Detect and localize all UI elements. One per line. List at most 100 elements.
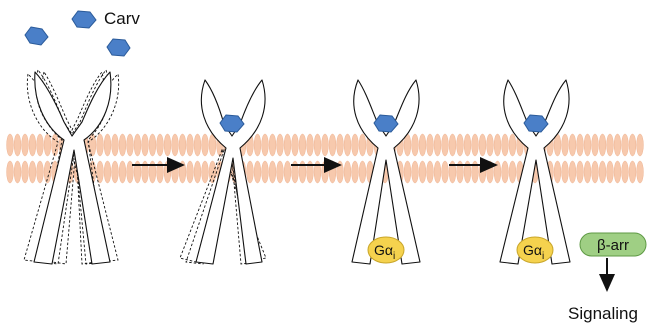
lipid-head xyxy=(119,134,126,156)
lipid-head xyxy=(284,161,291,183)
lipid-head xyxy=(419,161,426,183)
lipid-head xyxy=(254,161,261,183)
lipid-head xyxy=(352,161,359,183)
g-alpha-i-protein: Gαi xyxy=(368,237,404,263)
lipid-head xyxy=(359,134,366,156)
lipid-head xyxy=(592,134,599,156)
lipid-head xyxy=(97,161,104,183)
lipid-head xyxy=(254,134,261,156)
lipid-head xyxy=(622,161,629,183)
lipid-head xyxy=(427,134,434,156)
lipid-head xyxy=(277,161,284,183)
g-alpha-subscript: i xyxy=(393,251,395,262)
lipid-head xyxy=(419,134,426,156)
lipid-head xyxy=(104,134,111,156)
lipid-head xyxy=(607,134,614,156)
lipid-head xyxy=(352,134,359,156)
lipid-head xyxy=(119,161,126,183)
lipid-head xyxy=(14,161,21,183)
lipid-head xyxy=(614,161,621,183)
lipid-head xyxy=(247,161,254,183)
lipid-head xyxy=(599,161,606,183)
lipid-head xyxy=(37,161,44,183)
ligand-label: Carv xyxy=(104,9,140,28)
lipid-head xyxy=(142,134,149,156)
lipid-head xyxy=(134,134,141,156)
lipid-head xyxy=(412,134,419,156)
lipid-head xyxy=(457,134,464,156)
lipid-head xyxy=(562,161,569,183)
lipid-head xyxy=(607,161,614,183)
lipid-head xyxy=(442,134,449,156)
lipid-head xyxy=(344,161,351,183)
lipid-head xyxy=(29,161,36,183)
g-alpha-label: Gα xyxy=(374,242,393,258)
lipid-head xyxy=(479,134,486,156)
lipid-head xyxy=(487,134,494,156)
lipid-head xyxy=(629,161,636,183)
free-ligands: Carv xyxy=(25,9,140,56)
lipid-head xyxy=(344,134,351,156)
lipid-head xyxy=(577,161,584,183)
lipid-head xyxy=(434,134,441,156)
g-alpha-label: Gα xyxy=(523,242,542,258)
lipid-head xyxy=(112,134,119,156)
lipid-head xyxy=(329,134,336,156)
lipid-head xyxy=(194,161,201,183)
lipid-head xyxy=(187,134,194,156)
lipid-head xyxy=(187,161,194,183)
lipid-head xyxy=(569,161,576,183)
lipid-head xyxy=(404,161,411,183)
lipid-head xyxy=(577,134,584,156)
lipid-head xyxy=(307,134,314,156)
lipid-head xyxy=(412,161,419,183)
lipid-head xyxy=(157,134,164,156)
lipid-head xyxy=(472,134,479,156)
lipid-head xyxy=(269,134,276,156)
lipid-head xyxy=(434,161,441,183)
lipid-head xyxy=(7,161,14,183)
lipid-head xyxy=(262,134,269,156)
lipid-head xyxy=(277,134,284,156)
lipid-head xyxy=(284,134,291,156)
lipid-head xyxy=(202,134,209,156)
beta-arrestin-label: β-arr xyxy=(597,237,629,254)
lipid-head xyxy=(464,134,471,156)
lipid-head xyxy=(562,134,569,156)
lipid-head xyxy=(202,161,209,183)
lipid-head xyxy=(502,161,509,183)
lipid-head xyxy=(149,134,156,156)
lipid-head xyxy=(449,134,456,156)
lipid-head xyxy=(194,134,201,156)
lipid-head xyxy=(502,134,509,156)
lipid-head xyxy=(509,161,516,183)
lipid-head xyxy=(637,161,644,183)
lipid-head xyxy=(337,134,344,156)
lipid-head xyxy=(554,161,561,183)
lipid-head xyxy=(262,161,269,183)
lipid-head xyxy=(509,134,516,156)
lipid-head xyxy=(22,161,29,183)
lipid-head xyxy=(584,161,591,183)
lipid-head xyxy=(359,161,366,183)
lipid-head xyxy=(127,134,134,156)
lipid-head xyxy=(7,134,14,156)
ligand-molecule xyxy=(72,11,96,28)
lipid-head xyxy=(599,134,606,156)
ligand-molecule xyxy=(107,39,130,56)
lipid-head xyxy=(314,134,321,156)
lipid-head xyxy=(427,161,434,183)
lipid-head xyxy=(442,161,449,183)
lipid-head xyxy=(97,134,104,156)
lipid-head xyxy=(322,134,329,156)
beta-arrestin-protein: β-arr xyxy=(580,233,646,256)
lipid-head xyxy=(44,134,51,156)
lipid-head xyxy=(112,161,119,183)
lipid-head xyxy=(299,134,306,156)
lipid-head xyxy=(622,134,629,156)
lipid-head xyxy=(37,134,44,156)
signaling-label: Signaling xyxy=(568,304,638,323)
lipid-head xyxy=(29,134,36,156)
lipid-head xyxy=(592,161,599,183)
